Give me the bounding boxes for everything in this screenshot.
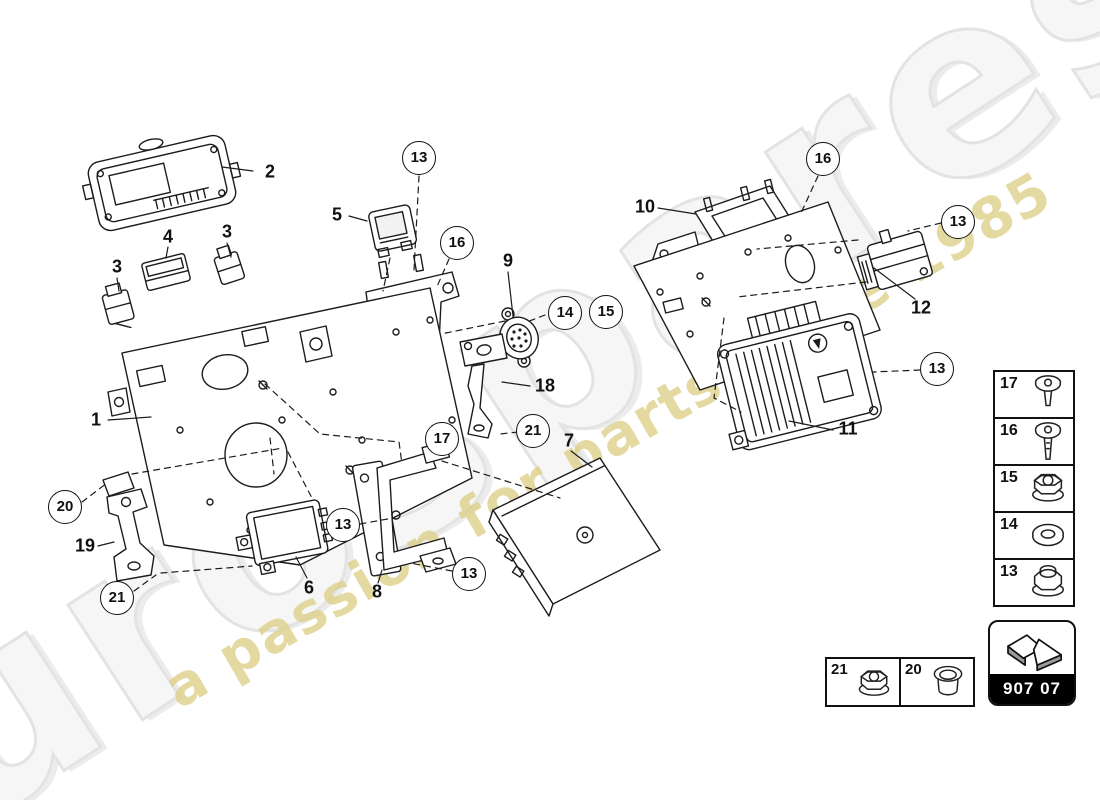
legend-num: 14	[1000, 516, 1018, 533]
callout-17[interactable]: 17	[425, 422, 459, 456]
hardware-num: 20	[905, 661, 922, 678]
label-part-9[interactable]: 9	[502, 250, 514, 271]
label-part-18[interactable]: 18	[534, 375, 556, 396]
legend-num: 13	[1000, 563, 1018, 580]
label-part-3-right[interactable]: 3	[221, 221, 233, 242]
part-3-clip-right	[211, 243, 245, 285]
hardware-cell-20[interactable]: 20	[901, 659, 973, 705]
grommet-icon	[926, 662, 970, 707]
part-3-clip-left	[100, 282, 137, 333]
hardware-num: 21	[831, 661, 848, 678]
part-4-clip	[141, 253, 190, 291]
callout-13-right[interactable]: 13	[941, 205, 975, 239]
flange-nut-icon	[1025, 467, 1071, 514]
label-part-7[interactable]: 7	[563, 430, 575, 451]
legend-row-14[interactable]: 14	[995, 513, 1073, 560]
label-part-19[interactable]: 19	[74, 535, 96, 556]
part-19-bracket	[103, 472, 154, 581]
section-arrow-icon	[990, 622, 1074, 674]
callout-16-right[interactable]: 16	[806, 142, 840, 176]
label-part-6[interactable]: 6	[303, 577, 315, 598]
fastener-legend: 17 16	[993, 370, 1075, 607]
legend-row-15[interactable]: 15	[995, 466, 1073, 513]
part-5-sensor	[368, 204, 419, 258]
leader-lines	[98, 167, 915, 583]
label-part-5[interactable]: 5	[331, 204, 343, 225]
label-part-10[interactable]: 10	[634, 196, 656, 217]
label-part-4[interactable]: 4	[162, 226, 174, 247]
label-part-3-left[interactable]: 3	[111, 256, 123, 277]
label-part-11[interactable]: 11	[838, 418, 858, 439]
part-11-ecu	[703, 292, 883, 453]
callout-13-left[interactable]: 13	[326, 508, 360, 542]
callout-13-bottom[interactable]: 13	[452, 557, 486, 591]
legend-row-13[interactable]: 13	[995, 560, 1073, 605]
legend-num: 15	[1000, 469, 1018, 486]
callout-21-left[interactable]: 21	[100, 581, 134, 615]
screw-short-icon	[1025, 373, 1071, 420]
label-part-2[interactable]: 2	[264, 161, 276, 182]
part-7-amplifier	[489, 458, 660, 616]
callout-15[interactable]: 15	[589, 295, 623, 329]
hardware-cell-21[interactable]: 21	[827, 659, 901, 705]
washer-icon	[1025, 514, 1071, 561]
part-6-module	[232, 498, 336, 578]
callout-13-far[interactable]: 13	[920, 352, 954, 386]
screw-long-icon	[1025, 420, 1071, 467]
legend-num: 17	[1000, 375, 1018, 392]
legend-row-17[interactable]: 17	[995, 372, 1073, 419]
part-9-round-sensor	[494, 308, 544, 367]
section-code-box[interactable]: 907 07	[988, 620, 1076, 706]
callout-21-mid[interactable]: 21	[516, 414, 550, 448]
callout-16-mid[interactable]: 16	[440, 226, 474, 260]
callout-14[interactable]: 14	[548, 296, 582, 330]
callout-20[interactable]: 20	[48, 490, 82, 524]
dashed-leader-lines	[82, 176, 941, 591]
section-code: 907 07	[990, 674, 1074, 704]
flange-nut-icon	[852, 662, 896, 707]
label-part-8[interactable]: 8	[371, 581, 383, 602]
legend-num: 16	[1000, 422, 1018, 439]
label-part-1[interactable]: 1	[90, 409, 102, 430]
part-18-bracket	[460, 334, 507, 438]
label-part-12[interactable]: 12	[910, 297, 932, 318]
part-8-frame-bracket	[352, 434, 456, 577]
hardware-box: 21 20	[825, 657, 975, 707]
legend-row-16[interactable]: 16	[995, 419, 1073, 466]
part-2-control-unit	[76, 122, 246, 235]
callout-13-top[interactable]: 13	[402, 141, 436, 175]
lock-nut-icon	[1025, 561, 1071, 608]
